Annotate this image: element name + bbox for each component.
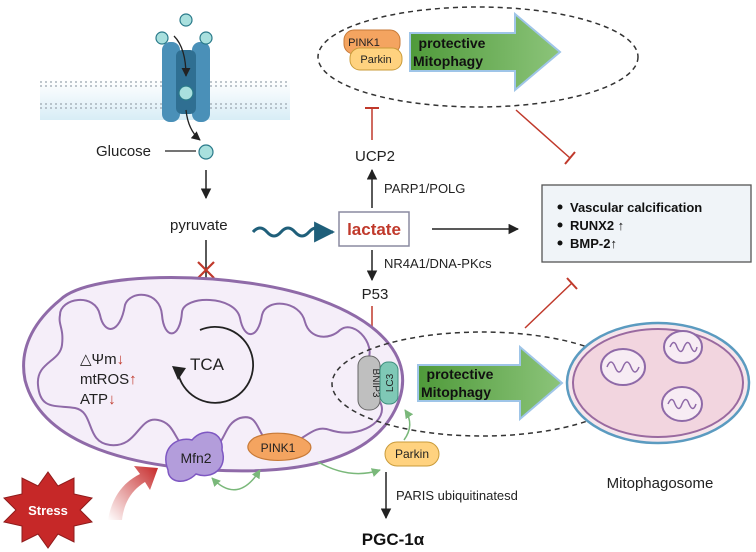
top-mitophagy-dashed-ellipse [317, 6, 639, 108]
pink1-label: PINK1 [261, 441, 296, 455]
pgc1a-label: PGC-1α [362, 530, 425, 549]
pyruvate-to-lactate-wave [251, 226, 325, 238]
mfn2-label: Mfn2 [180, 450, 211, 466]
parkin-label: Parkin [395, 447, 429, 461]
mitophagosome [565, 321, 751, 445]
pink1-to-parkin-arrow [317, 461, 381, 477]
atp-label: ATP↓ [80, 391, 116, 408]
stress-label: Stress [28, 503, 68, 518]
delta-psi-label: △Ψm↓ [80, 351, 124, 368]
tca-cycle: TCA [172, 325, 255, 404]
glucose-label: Glucose [96, 143, 151, 160]
bnip3-label: BNIP3 [370, 369, 381, 398]
top-mitophagy-inhibit-bar [564, 151, 576, 165]
outcome-bullet-3 [557, 240, 563, 246]
outcome-bullet-2 [557, 222, 563, 228]
blocked-x-mark [197, 261, 215, 279]
outcome-item-3: BMP-2↑ [570, 236, 617, 251]
top-protective-text: protective [419, 35, 486, 51]
pyruvate-label: pyruvate [170, 217, 228, 234]
tca-cycle-arrowhead [172, 366, 186, 380]
top-mitophagy-inhibit-line [515, 109, 571, 159]
mitophagosome-mito-3 [661, 386, 703, 422]
lc3-shape [379, 361, 399, 405]
mitophagosome-mito-1 [600, 348, 646, 386]
top-parkin-label: Parkin [360, 54, 391, 66]
outcome-item-1: Vascular calcification [570, 200, 702, 215]
bottom-mitophagy-group: protective Mitophagy BNIP3 LC3 [331, 331, 633, 437]
top-mitophagy-text: Mitophagy [413, 53, 483, 69]
outcome-bullet-1 [557, 204, 563, 210]
parkin-to-mitophagy-arrow [403, 409, 414, 441]
top-mitophagy-group: protective Mitophagy PINK1 Parkin [317, 6, 639, 108]
top-pink1-label: PINK1 [348, 37, 380, 49]
tca-label: TCA [190, 355, 225, 374]
bottom-mitophagy-text: Mitophagy [421, 384, 491, 400]
parp1-polg-label: PARP1/POLG [384, 181, 465, 196]
mitophagosome-mito-2 [663, 330, 703, 364]
nr4a1-label: NR4A1/DNA-PKcs [384, 256, 492, 271]
lactate-label: lactate [347, 220, 401, 239]
bottom-mitophagy-inhibit-bar [566, 277, 578, 290]
p53-label: P53 [362, 286, 389, 303]
glucose-exit-arrow [185, 109, 201, 141]
mito-status-labels: △Ψm↓ mtROS↑ ATP↓ [80, 351, 137, 408]
stress-arrow [108, 466, 158, 520]
top-protective-arrow [409, 11, 562, 93]
outcome-box: Vascular calcification RUNX2 ↑ BMP-2↑ [541, 184, 752, 263]
paris-label: PARIS ubiquitinatesd [396, 488, 518, 503]
outcome-item-2: RUNX2 ↑ [570, 218, 624, 233]
top-parkin-shape [349, 47, 403, 71]
glucose-entry-arrow [173, 35, 191, 77]
mitophagosome-label: Mitophagosome [607, 475, 714, 492]
pink1-protein: PINK1 [247, 432, 312, 461]
lactate-box: lactate [338, 211, 410, 247]
ucp2-label: UCP2 [355, 148, 395, 165]
mfn2-protein: Mfn2 [165, 431, 225, 482]
bottom-mitophagy-inhibit-line [524, 282, 573, 329]
mfn2-pink1-interaction-arrow [211, 469, 261, 491]
bottom-protective-text: protective [427, 366, 494, 382]
lc3-label: LC3 [385, 373, 396, 392]
mtros-label: mtROS↑ [80, 371, 137, 388]
stress-badge: Stress [3, 471, 93, 549]
parkin-protein: Parkin [384, 441, 440, 467]
glucose-molecules [155, 13, 214, 160]
bottom-protective-arrow [417, 344, 564, 422]
tca-cycle-arc [177, 325, 255, 404]
